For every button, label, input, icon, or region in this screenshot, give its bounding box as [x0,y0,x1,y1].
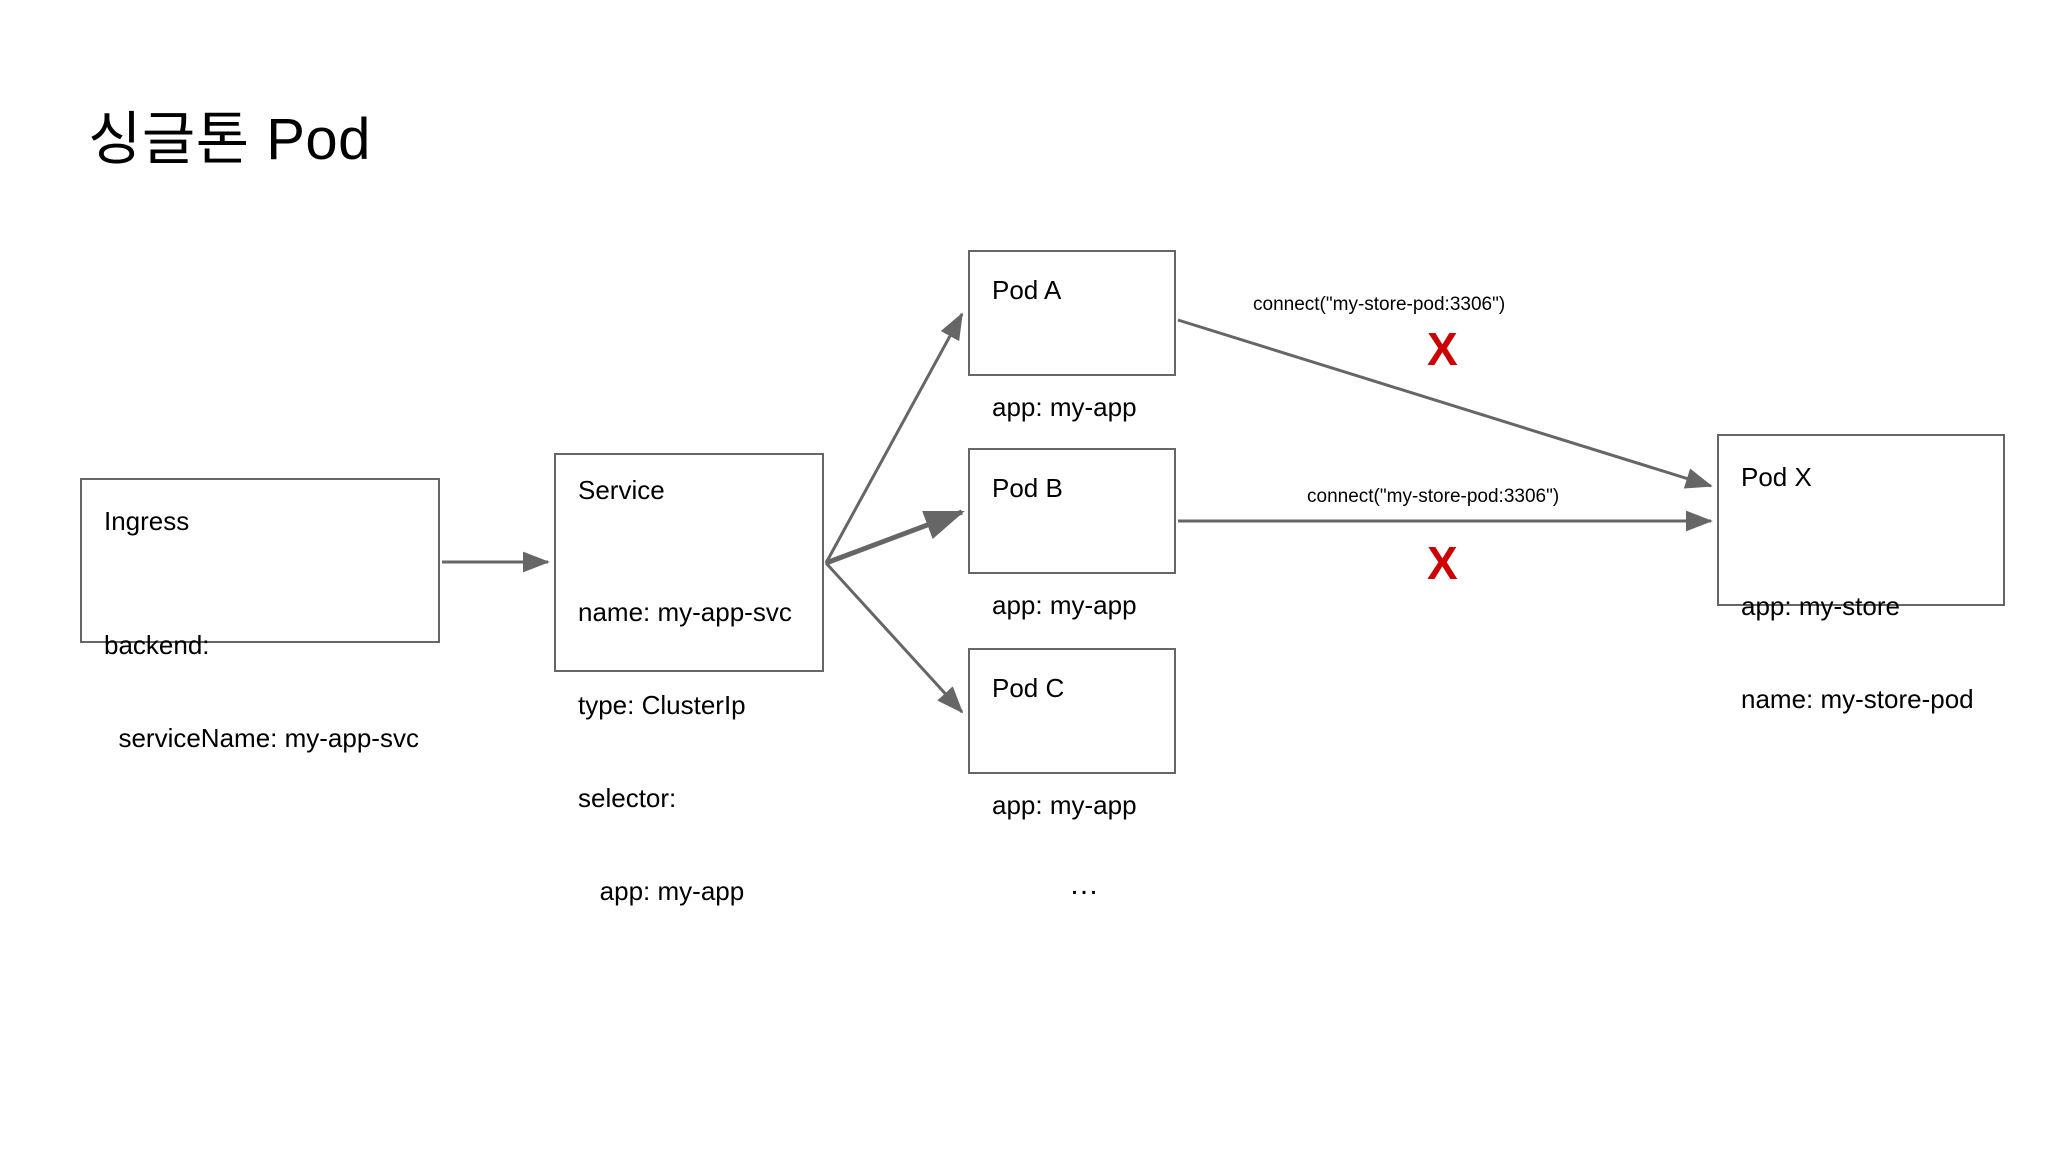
node-pod-a-title: Pod A [992,275,1062,305]
edge-service-to-pod-a [824,312,964,564]
node-service-line: app: my-app [578,876,745,906]
node-ingress-line: serviceName: my-app-svc [104,723,419,753]
blocked-x-icon-upper: X [1427,323,1458,375]
node-pod-b-title: Pod B [992,473,1063,503]
node-pod-x-line: name: my-store-pod [1741,684,1974,714]
edge-label-pod-a-to-pod-x: connect("my-store-pod:3306") [1253,294,1506,315]
node-ingress-line: backend: [104,630,210,660]
node-pod-b[interactable]: Pod B app: my-app [968,448,1176,620]
node-pod-x-body: app: my-store name: my-store-pod [1741,529,1974,777]
node-ingress-body: backend: serviceName: my-app-svc [104,568,419,816]
node-service-title: Service [578,475,665,505]
edge-label-pod-b-to-pod-x: connect("my-store-pod:3306") [1307,486,1560,507]
blocked-x-icon-lower: X [1427,537,1458,589]
node-pod-a[interactable]: Pod A app: my-app [968,250,1176,422]
node-pod-a-line: app: my-app [992,392,1137,422]
node-pod-c-body: app: my-app [992,728,1137,883]
node-pod-x-line: app: my-store [1741,591,1900,621]
node-service-line: type: ClusterIp [578,690,746,720]
node-service-line: name: my-app-svc [578,597,792,627]
node-service-line: selector: [578,783,677,813]
node-service[interactable]: Service name: my-app-svc type: ClusterIp… [554,453,824,906]
node-pod-c-title: Pod C [992,673,1065,703]
edge-service-to-pod-c [824,561,964,714]
node-ingress-title: Ingress [104,506,190,536]
node-pod-b-body: app: my-app [992,528,1137,683]
node-service-body: name: my-app-svc type: ClusterIp selecto… [578,535,792,969]
node-ingress[interactable]: Ingress backend: serviceName: my-app-svc [80,478,440,753]
more-pods-ellipsis: … [1069,868,1101,901]
edge-service-to-pod-b [825,509,965,566]
node-pod-c-line: app: my-app [992,790,1137,820]
node-pod-c[interactable]: Pod C app: my-app [968,648,1176,820]
node-pod-a-body: app: my-app [992,330,1137,485]
node-pod-b-line: app: my-app [992,590,1137,620]
node-pod-x-title: Pod X [1741,462,1812,492]
page-title: 싱글톤 Pod [88,107,371,172]
node-pod-x[interactable]: Pod X app: my-store name: my-store-pod [1717,434,2005,714]
